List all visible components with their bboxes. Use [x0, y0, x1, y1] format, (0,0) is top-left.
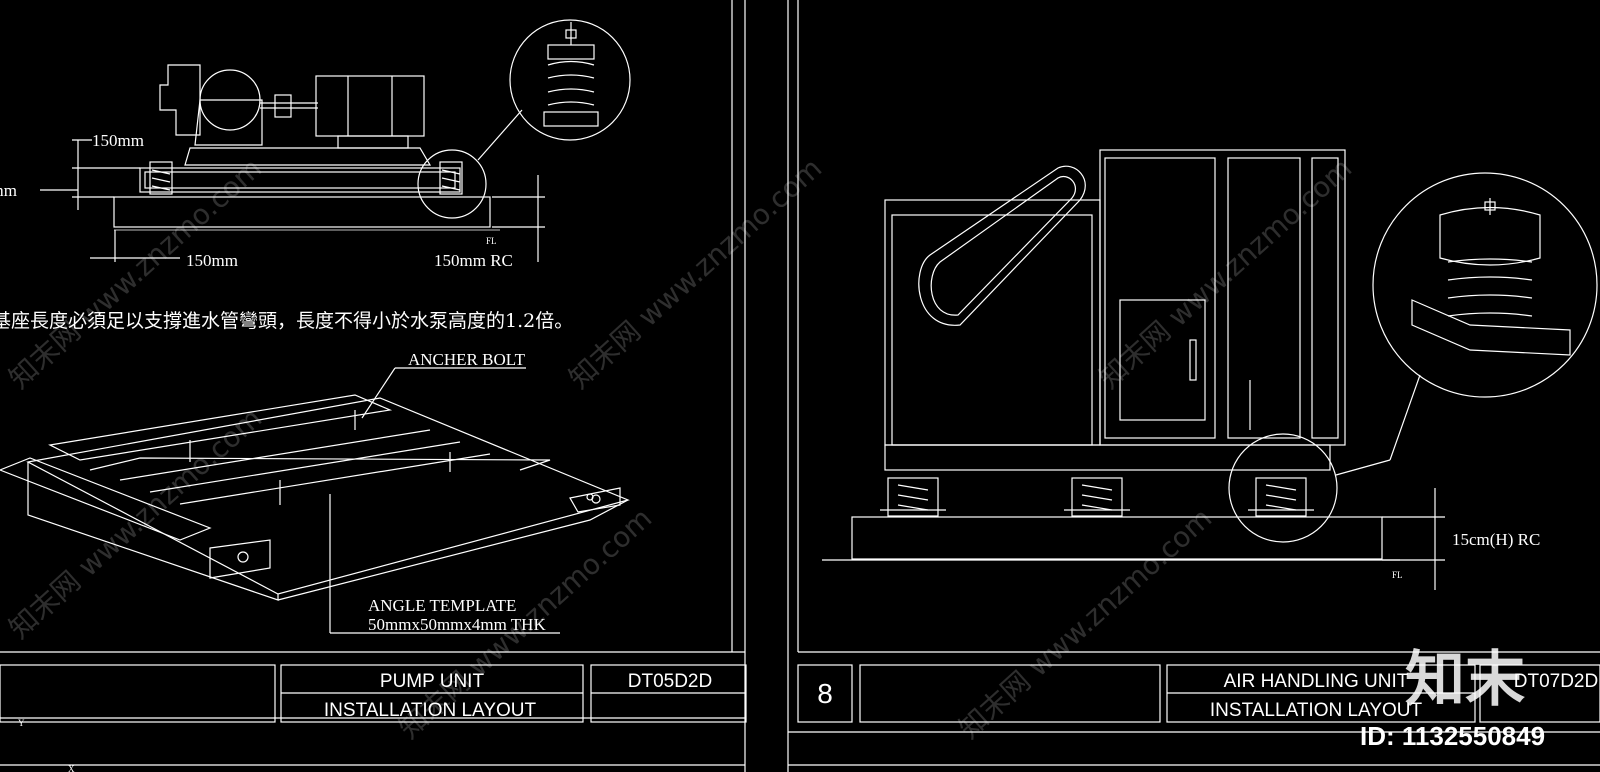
- ahu-dim-fl: FL: [1392, 570, 1403, 580]
- spring-detail-zoom: [543, 22, 599, 127]
- ahu-isolator-3: [1248, 477, 1314, 517]
- watermark-layer: 知末网 www.znzmo.com 知末网 www.znzmo.com 知末网 …: [3, 151, 1359, 745]
- ahu-elevation-view: [822, 149, 1598, 590]
- ahu-isolator-2: [1064, 477, 1130, 517]
- pump-base-note: 基座長度必須足以支撐進水管彎頭，長度不得小於水泵高度的1.2倍。: [0, 310, 573, 332]
- dim-height-cut: 5mm: [0, 181, 17, 200]
- dim-rc: 150mm RC: [434, 251, 513, 270]
- right-sheet-frame: [787, 0, 1600, 772]
- pump-drawing-code: DT05D2D: [628, 671, 712, 692]
- ahu-dim-rc: 15cm(H) RC: [1452, 530, 1540, 549]
- anchor-bolt-label: ANCHER BOLT: [408, 350, 526, 369]
- angle-template-label: ANGLE TEMPLATE: [368, 596, 516, 615]
- pump-title-2: INSTALLATION LAYOUT: [324, 700, 537, 721]
- ahu-dim-labels: 15cm(H) RC FL: [1392, 530, 1540, 580]
- pump-title-1: PUMP UNIT: [380, 671, 485, 692]
- ahu-drawing-code: DT07D2D: [1514, 671, 1598, 692]
- right-title-block: 8 AIR HANDLING UNIT INSTALLATION LAYOUT …: [797, 664, 1600, 723]
- brand-watermark: 知末 ID: 1132550849: [1360, 645, 1545, 751]
- dim-bottom-offset: 150mm: [186, 251, 238, 270]
- watermark-text: 知末网 www.znzmo.com: [1093, 151, 1359, 395]
- dim-fl: FL: [486, 236, 497, 246]
- brand-logo: 知末: [1405, 645, 1525, 715]
- ahu-title-2: INSTALLATION LAYOUT: [1210, 700, 1423, 721]
- watermark-text: 知末网 www.znzmo.com: [3, 151, 269, 395]
- angle-template-spec: 50mmx50mmx4mm THK: [368, 615, 546, 634]
- watermark-text: 知末网 www.znzmo.com: [3, 401, 269, 645]
- axis-y-label: Y: [18, 718, 25, 728]
- spring-left: [149, 161, 173, 195]
- pump-dim-labels: 150mm 5mm 150mm 150mm RC FL: [0, 131, 513, 270]
- axis-x-label: X: [68, 764, 75, 772]
- pump-elevation-view: [40, 19, 631, 262]
- ahu-title-1: AIR HANDLING UNIT: [1224, 671, 1409, 692]
- spring-right: [439, 161, 463, 195]
- isometric-base-view: [0, 367, 630, 634]
- isometric-labels: ANCHER BOLT ANGLE TEMPLATE 50mmx50mmx4mm…: [368, 350, 546, 634]
- left-sheet-frame: [0, 0, 746, 772]
- ahu-sheet-number: 8: [817, 678, 833, 709]
- ahu-isolator-1: [880, 477, 946, 517]
- watermark-text: 知末网 www.znzmo.com: [953, 501, 1219, 745]
- ahu-isolator-detail-zoom: [1411, 198, 1571, 356]
- image-id-label: ID: 1132550849: [1360, 721, 1545, 751]
- left-title-block: PUMP UNIT INSTALLATION LAYOUT DT05D2D Y …: [0, 664, 747, 772]
- dim-top-offset: 150mm: [92, 131, 144, 150]
